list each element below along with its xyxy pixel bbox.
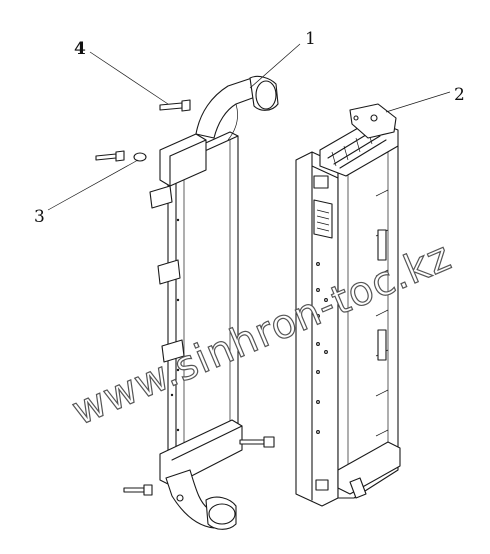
intercooler-assembly	[149, 75, 279, 530]
callout-3: 3	[34, 207, 45, 227]
bolt-part-3	[95, 150, 147, 162]
frame-ladder	[375, 189, 389, 437]
core-rivets	[170, 218, 180, 432]
bolt-part-4	[159, 99, 191, 112]
lower-pipe-elbow	[165, 469, 237, 530]
frame-holes	[316, 262, 328, 434]
upper-pipe-elbow	[195, 75, 279, 141]
radiator-assembly	[295, 103, 401, 507]
watermark-text: www.sinhron-toc.kz	[66, 233, 458, 434]
bolt-middle	[239, 436, 275, 448]
leader-lines	[47, 43, 451, 211]
callout-1: 1	[305, 29, 316, 49]
bolt-lower	[123, 484, 153, 496]
label-plates	[313, 175, 333, 239]
callout-2: 2	[454, 85, 465, 105]
callout-4: 4	[74, 39, 86, 59]
